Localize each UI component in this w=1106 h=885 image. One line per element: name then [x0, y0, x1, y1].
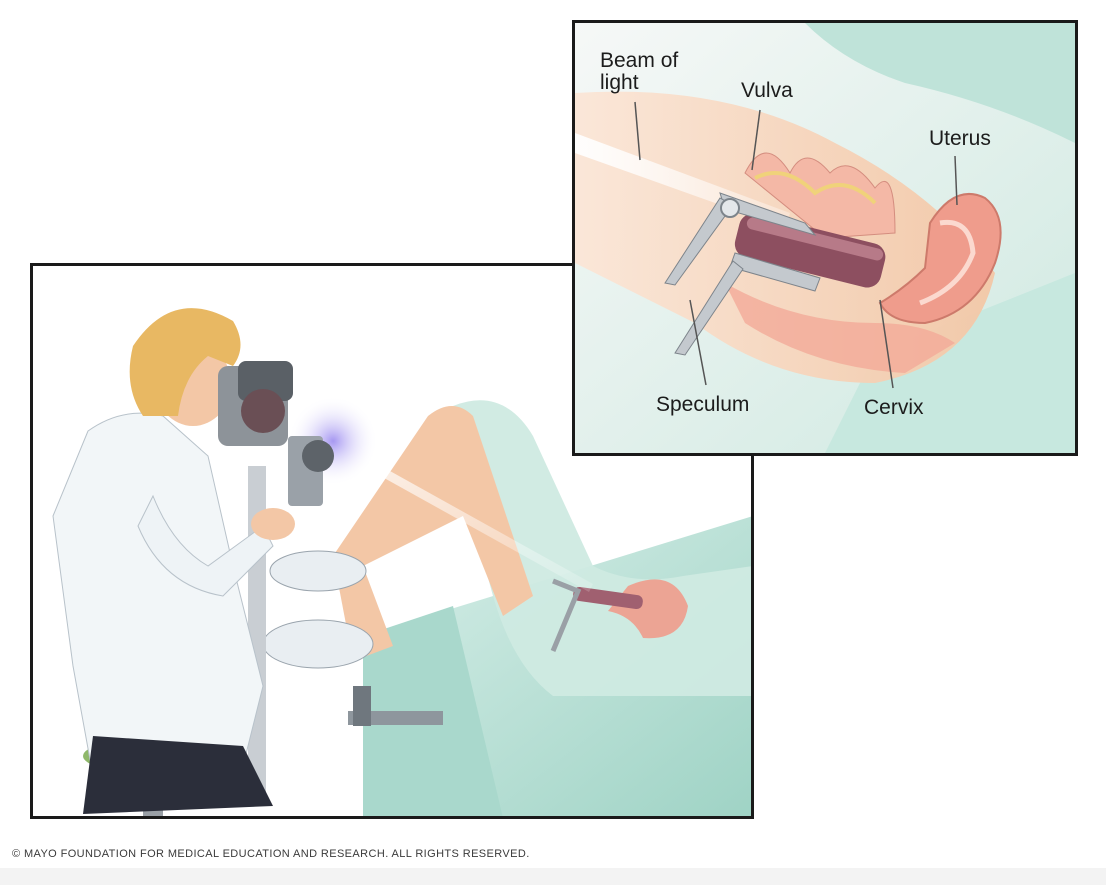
uterus-label: Uterus — [929, 128, 991, 150]
beam-of-light-label: Beam of light — [600, 50, 690, 94]
bottom-band — [0, 868, 1106, 885]
copyright-notice: © MAYO FOUNDATION FOR MEDICAL EDUCATION … — [12, 848, 530, 860]
vulva-label: Vulva — [741, 80, 793, 102]
speculum-label: Speculum — [656, 394, 749, 416]
cervix-label: Cervix — [864, 397, 924, 419]
